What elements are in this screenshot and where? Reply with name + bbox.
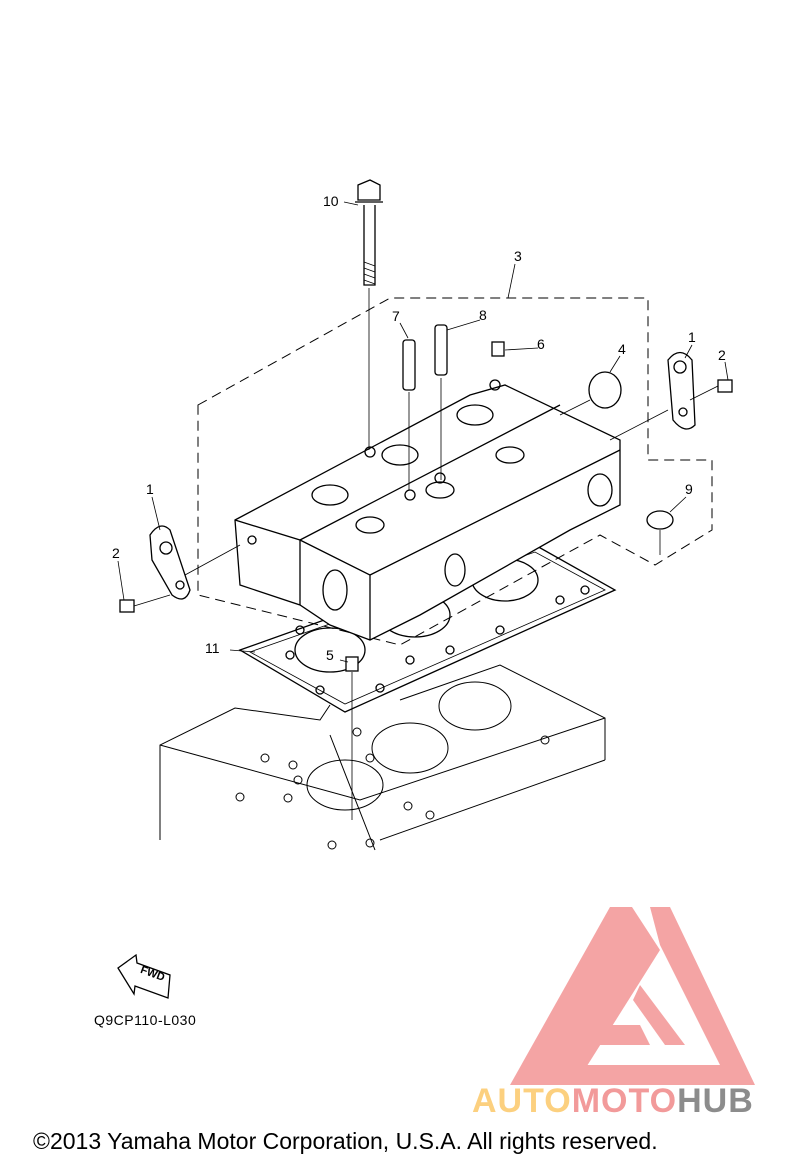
callout-11: 11 [205,640,220,656]
automotohub-logo [510,907,755,1085]
leader-lines [117,201,729,663]
hanger-bracket-right [667,351,696,430]
callout-8: 8 [479,307,487,323]
callout-5: 5 [326,647,334,663]
callout-4: 4 [618,341,626,357]
callout-7: 7 [392,308,400,324]
cylinder-head [234,379,621,641]
callout-6: 6 [537,336,545,352]
valve-guide-8 [434,324,448,376]
bolt-2-right [717,379,733,393]
callout-1-right: 1 [688,329,696,345]
watermark-auto: AUTO [472,1082,572,1120]
head-bolt [355,179,383,450]
plug-6 [491,341,505,357]
callout-3: 3 [514,248,522,264]
watermark-text: AUTOMOTOHUB [472,1082,754,1121]
watermark-moto: MOTO [571,1082,678,1120]
callout-9: 9 [685,481,693,497]
plug-9 [646,510,674,530]
callout-2-right: 2 [718,347,726,363]
callout-2-left: 2 [112,545,120,561]
plug-4 [588,371,622,409]
fwd-arrow-icon [117,953,171,999]
cylinder-block [159,664,606,851]
callout-1-left: 1 [146,481,154,497]
hanger-bracket-left [149,525,191,600]
valve-guide-7 [402,339,416,391]
callout-10: 10 [323,193,339,209]
assembly-dashed-box [197,297,713,646]
bolt-2-left [119,599,135,613]
watermark-hub: HUB [677,1082,754,1120]
copyright-notice: ©2013 Yamaha Motor Corporation, U.S.A. A… [33,1128,658,1154]
dowel-pin-5 [345,656,359,672]
diagram-reference: Q9CP110-L030 [94,1012,197,1028]
